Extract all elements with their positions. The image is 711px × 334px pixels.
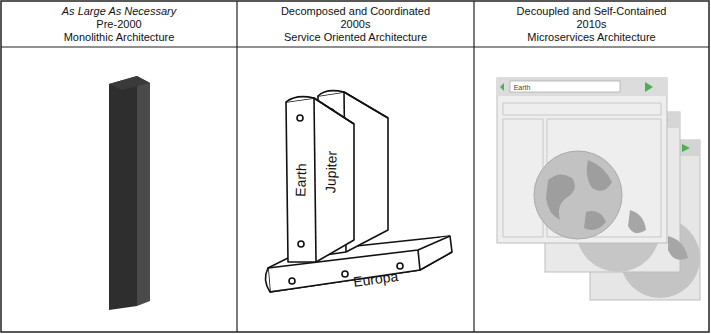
url-text: Earth (514, 84, 531, 91)
column-header: Decoupled and Self-Contained2010sMicrose… (475, 2, 708, 46)
binder-label: Jupiter (323, 151, 338, 193)
header-text: Decomposed and Coordinated (281, 5, 430, 18)
binder-label: Earth (293, 163, 308, 197)
column-header: Decomposed and Coordinated2000sService O… (238, 2, 473, 46)
header-text: Decoupled and Self-Contained (517, 5, 667, 18)
header-text: Microservices Architecture (527, 31, 655, 44)
header-text: 2010s (577, 18, 607, 31)
column-rule (236, 1, 237, 332)
header-rule (1, 46, 709, 47)
column-header: As Large As NecessaryPre-2000Monolithic … (2, 2, 236, 46)
header-text: As Large As Necessary (62, 5, 177, 18)
header-text: Service Oriented Architecture (284, 31, 427, 44)
header-text: 2000s (341, 18, 371, 31)
header-text: Monolithic Architecture (64, 31, 175, 44)
binders (265, 91, 452, 292)
header-text: Pre-2000 (96, 18, 141, 31)
browser-windows (497, 78, 700, 300)
monolith (109, 76, 150, 310)
column-rule (473, 1, 474, 332)
